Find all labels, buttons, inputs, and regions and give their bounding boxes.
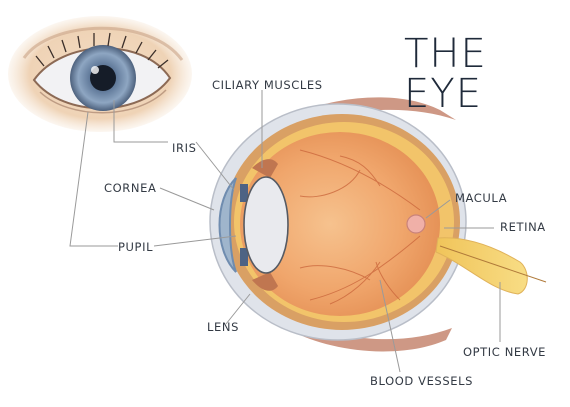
lens-leader bbox=[225, 293, 251, 325]
cornea-leader bbox=[159, 187, 215, 211]
iris-leader bbox=[113, 100, 168, 143]
diagram-title: THE EYE bbox=[404, 31, 487, 117]
ciliary-muscle-top bbox=[252, 159, 278, 178]
label-macula: MACULA bbox=[455, 191, 508, 205]
eyelashes bbox=[35, 32, 169, 69]
label-optic-nerve: OPTIC NERVE bbox=[463, 345, 547, 359]
label-iris: IRIS bbox=[172, 141, 197, 155]
optic-nerve-fiber bbox=[439, 245, 547, 283]
eye-highlight bbox=[91, 66, 99, 74]
label-ciliary-muscles: CILIARY MUSCLES bbox=[212, 78, 323, 92]
iris-shape bbox=[240, 184, 248, 266]
iris-leader-2 bbox=[195, 141, 235, 191]
macula-leader bbox=[425, 199, 451, 219]
upper-eyelid-crease bbox=[22, 26, 184, 61]
macula-spot bbox=[406, 214, 426, 234]
cornea-shape bbox=[218, 177, 237, 273]
leader-lines bbox=[69, 90, 501, 373]
external-eye-illustration bbox=[8, 16, 192, 132]
lower-eye-muscle bbox=[290, 318, 452, 352]
label-pupil: PUPIL bbox=[118, 240, 154, 254]
lower-eyelid bbox=[39, 89, 167, 114]
pupil-leader-left bbox=[69, 111, 118, 247]
lens-shape bbox=[243, 176, 289, 274]
blood-vessels bbox=[299, 149, 421, 305]
blood-vessels-leader bbox=[379, 279, 401, 373]
vitreous-body bbox=[240, 132, 440, 316]
label-lens: LENS bbox=[207, 320, 239, 334]
label-retina: RETINA bbox=[500, 220, 546, 234]
label-blood-vessels: BLOOD VESSELS bbox=[370, 374, 474, 388]
ciliary-muscle-bottom bbox=[252, 272, 278, 291]
pupil-leader-right bbox=[153, 235, 237, 247]
eye-cross-section bbox=[209, 97, 547, 352]
label-cornea: CORNEA bbox=[104, 181, 157, 195]
